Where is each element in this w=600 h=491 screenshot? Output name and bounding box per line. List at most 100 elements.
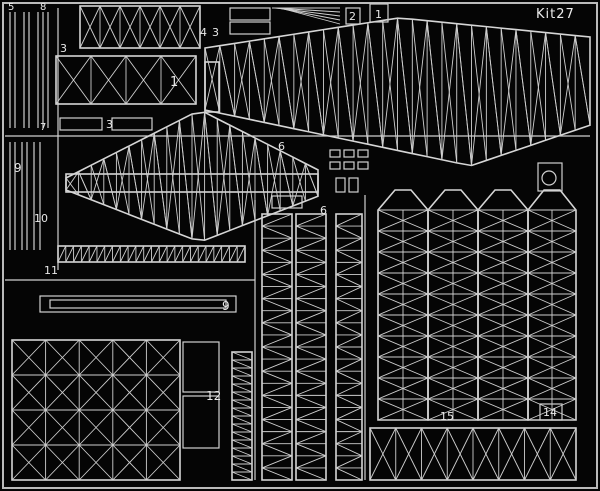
lattice-member (292, 163, 306, 207)
fan-line (279, 7, 341, 25)
lattice-member (112, 245, 121, 263)
lattice-member (229, 245, 238, 263)
part-number-9a: 9 (14, 161, 22, 175)
lattice-member (90, 158, 105, 200)
lattice-member (295, 310, 327, 324)
lattice-member (231, 415, 253, 425)
etch-lattice (11, 5, 591, 481)
lattice-member (90, 165, 105, 205)
lattice-member (231, 359, 253, 369)
lattice-member (88, 245, 98, 263)
lattice-member (295, 237, 327, 251)
lattice-member (295, 213, 327, 227)
lattice-member (295, 261, 327, 275)
lattice-member (335, 213, 363, 227)
lattice-member (261, 467, 293, 481)
lattice-member (335, 431, 363, 445)
lattice-member (335, 249, 363, 263)
lattice-member (103, 158, 117, 210)
lattice-member (11, 444, 46, 481)
lattice-member (166, 126, 180, 235)
lattice-member (421, 427, 448, 481)
lattice-member (78, 374, 114, 411)
lattice-member (293, 34, 310, 132)
lattice-member (295, 370, 327, 384)
part-number-11: 11 (44, 264, 58, 277)
lattice-member (216, 118, 231, 231)
lattice-member (446, 427, 474, 481)
lattice-member (498, 427, 525, 481)
lattice-member (335, 237, 363, 251)
lattice-member (231, 383, 253, 393)
lattice-member (166, 245, 176, 263)
lattice-member (335, 310, 363, 324)
lattice-member (261, 334, 293, 348)
lattice-member (261, 394, 293, 408)
lattice-member (45, 374, 80, 411)
lattice-member (128, 145, 143, 220)
lattice-member (295, 249, 327, 263)
lattice-member (197, 245, 207, 263)
lattice-member (295, 382, 327, 396)
lattice-member (112, 444, 147, 481)
lattice-member (78, 409, 114, 446)
lattice-member (205, 245, 215, 263)
lattice-member (261, 382, 293, 396)
lattice-member (337, 27, 354, 142)
lattice-member (295, 455, 327, 469)
lattice-member (115, 145, 130, 210)
etch-details (5, 3, 590, 480)
part-number-1b: 1 (375, 8, 382, 21)
lattice-member (335, 455, 363, 469)
lattice-member (143, 245, 152, 263)
part-number-3b: 3 (106, 118, 113, 131)
part-number-6b: 6 (320, 204, 327, 217)
lattice-member (139, 5, 161, 49)
lattice-member (411, 19, 428, 157)
lattice-member (112, 374, 147, 411)
truss-end-plate (204, 61, 220, 113)
part-number-3c: 3 (212, 26, 219, 39)
lattice-member (261, 431, 293, 445)
lattice-member (441, 22, 458, 163)
lattice-member (308, 31, 324, 135)
lattice-member (295, 274, 327, 287)
lattice-member (261, 298, 293, 312)
lattice-member (335, 419, 363, 433)
lattice-member (191, 114, 206, 241)
part-number-1a: 1 (170, 75, 178, 90)
lattice-member (216, 125, 231, 236)
lattice-member (261, 213, 293, 227)
lattice-member (335, 286, 363, 300)
part-number-10: 10 (34, 212, 48, 225)
lattice-member (96, 245, 106, 263)
lattice-member (234, 43, 250, 120)
lattice-member (231, 455, 253, 465)
lattice-member (263, 36, 280, 123)
lattice-member (99, 5, 121, 49)
lattice-member (135, 245, 145, 263)
part-number-5: 5 (8, 2, 14, 13)
lattice-member (352, 24, 369, 145)
part-number-7: 7 (40, 122, 46, 133)
lattice-member (261, 237, 293, 251)
lattice-member (174, 245, 184, 263)
lattice-member (295, 443, 327, 457)
lattice-member (261, 419, 293, 433)
lattice-member (219, 45, 236, 117)
lattice-member (295, 419, 327, 433)
lattice-member (141, 133, 155, 220)
lattice-member (241, 137, 256, 226)
lattice-member (267, 144, 281, 211)
lattice-member (204, 47, 221, 114)
lattice-member (229, 125, 243, 226)
lattice-member (261, 407, 293, 420)
lattice-member (241, 131, 256, 221)
lattice-member (261, 286, 293, 300)
lattice-member (335, 334, 363, 348)
lattice-member (231, 431, 253, 441)
lattice-member (261, 249, 293, 263)
lattice-member (166, 120, 180, 230)
lattice-member (261, 274, 293, 287)
lattice-member (190, 245, 199, 263)
